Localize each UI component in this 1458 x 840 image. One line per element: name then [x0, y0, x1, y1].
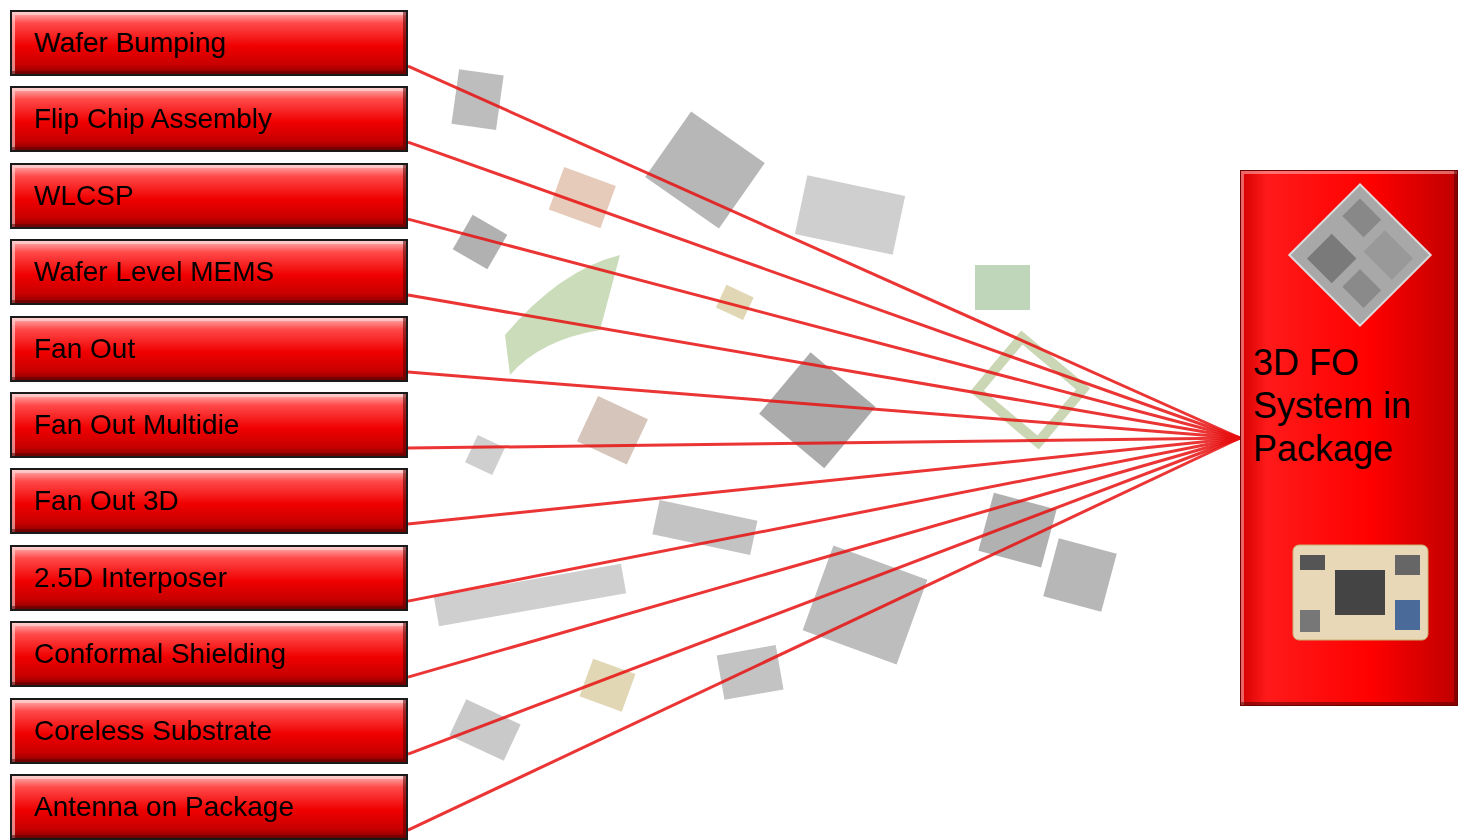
connector-line: [408, 142, 1240, 438]
technology-button: Flip Chip Assembly: [10, 86, 408, 152]
connector-line: [408, 438, 1240, 754]
technology-button: Fan Out: [10, 316, 408, 382]
connector-line: [408, 66, 1240, 438]
node-label: Fan Out: [12, 334, 135, 365]
connector-line: [408, 295, 1240, 438]
connector-line: [408, 438, 1240, 830]
technology-button: Fan Out Multidie: [10, 392, 408, 458]
node-label: Conformal Shielding: [12, 639, 286, 670]
node-label: Wafer Level MEMS: [12, 257, 274, 288]
node-label: Coreless Substrate: [12, 716, 272, 747]
technology-button: Conformal Shielding: [10, 621, 408, 687]
connector-line: [408, 438, 1240, 524]
technology-button: 2.5D Interposer: [10, 545, 408, 611]
technology-button: Wafer Bumping: [10, 10, 408, 76]
node-label: Fan Out 3D: [12, 486, 179, 517]
technology-button: Fan Out 3D: [10, 468, 408, 534]
connector-line: [408, 372, 1240, 438]
technology-button: Wafer Level MEMS: [10, 239, 408, 305]
technology-button: WLCSP: [10, 163, 408, 229]
node-label: Wafer Bumping: [12, 28, 226, 59]
technology-button: Coreless Substrate: [10, 698, 408, 764]
connector-line: [408, 438, 1240, 677]
node-label: WLCSP: [12, 181, 134, 212]
node-label: Antenna on Package: [12, 792, 294, 823]
node-label: 2.5D Interposer: [12, 563, 227, 594]
connector-line: [408, 438, 1240, 601]
connector-line: [408, 438, 1240, 448]
technology-button: Antenna on Package: [10, 774, 408, 840]
target-box: 3D FO System in Package: [1240, 170, 1458, 706]
node-label: Fan Out Multidie: [12, 410, 239, 441]
connector-line: [408, 219, 1240, 438]
node-label: Flip Chip Assembly: [12, 104, 272, 135]
node-label: 3D FO System in Package: [1253, 341, 1448, 471]
